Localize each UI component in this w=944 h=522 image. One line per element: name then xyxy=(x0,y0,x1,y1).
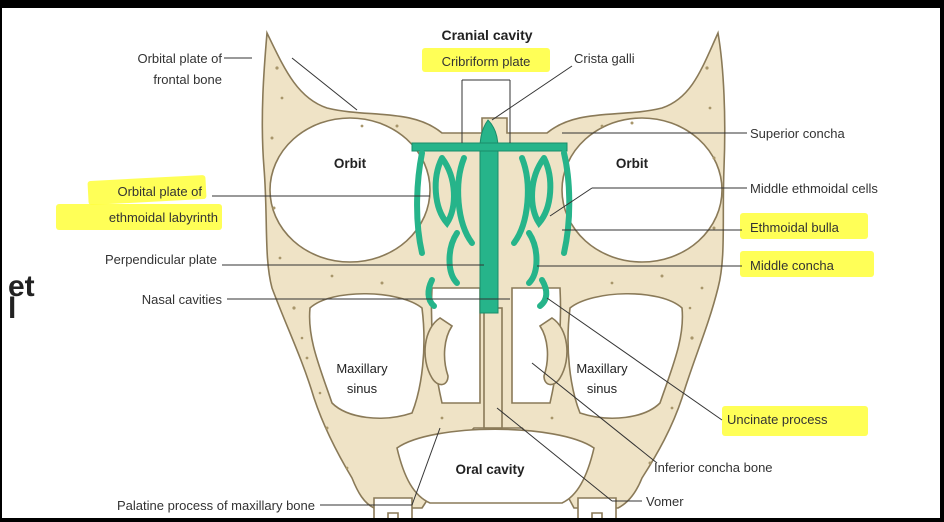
tooth-right xyxy=(578,498,616,520)
label-middle-ethmoidal-cells: Middle ethmoidal cells xyxy=(750,181,878,196)
label-orbital-plate-ethmoid-line1: Orbital plate of xyxy=(117,184,202,199)
label-vomer: Vomer xyxy=(646,494,684,509)
label-uncinate-process: Uncinate process xyxy=(727,412,828,427)
label-cranial-cavity: Cranial cavity xyxy=(441,27,532,43)
label-middle-concha: Middle concha xyxy=(750,258,835,273)
cribriform-plate-shape xyxy=(412,143,567,151)
label-orbital-plate-ethmoid-line2: ethmoidal labyrinth xyxy=(109,210,218,225)
label-orbital-plate-frontal-line2: frontal bone xyxy=(153,72,222,87)
label-maxillary-sinus-left-line2: sinus xyxy=(347,381,378,396)
label-maxillary-sinus-right-line2: sinus xyxy=(587,381,618,396)
label-palatine-process: Palatine process of maxillary bone xyxy=(117,498,315,513)
label-orbit-left: Orbit xyxy=(334,156,367,171)
orbit-left-cavity xyxy=(270,118,430,262)
tooth-left xyxy=(374,498,412,520)
label-cribriform-plate: Cribriform plate xyxy=(442,54,531,69)
label-oral-cavity: Oral cavity xyxy=(455,462,525,477)
label-nasal-cavities: Nasal cavities xyxy=(142,292,223,307)
cropped-text-line2: l xyxy=(8,292,16,325)
skull-coronal-section-diagram: Cranial cavity Cribriform plate Crista g… xyxy=(2,8,944,522)
label-crista-galli: Crista galli xyxy=(574,51,635,66)
label-ethmoidal-bulla: Ethmoidal bulla xyxy=(750,220,840,235)
label-maxillary-sinus-right-line1: Maxillary xyxy=(576,361,628,376)
orbit-right-cavity xyxy=(562,118,722,262)
label-inferior-concha-bone: Inferior concha bone xyxy=(654,460,773,475)
label-orbit-right: Orbit xyxy=(616,156,649,171)
label-orbital-plate-frontal-line1: Orbital plate of xyxy=(137,51,222,66)
label-maxillary-sinus-left-line1: Maxillary xyxy=(336,361,388,376)
label-superior-concha: Superior concha xyxy=(750,126,845,141)
label-perpendicular-plate: Perpendicular plate xyxy=(105,252,217,267)
